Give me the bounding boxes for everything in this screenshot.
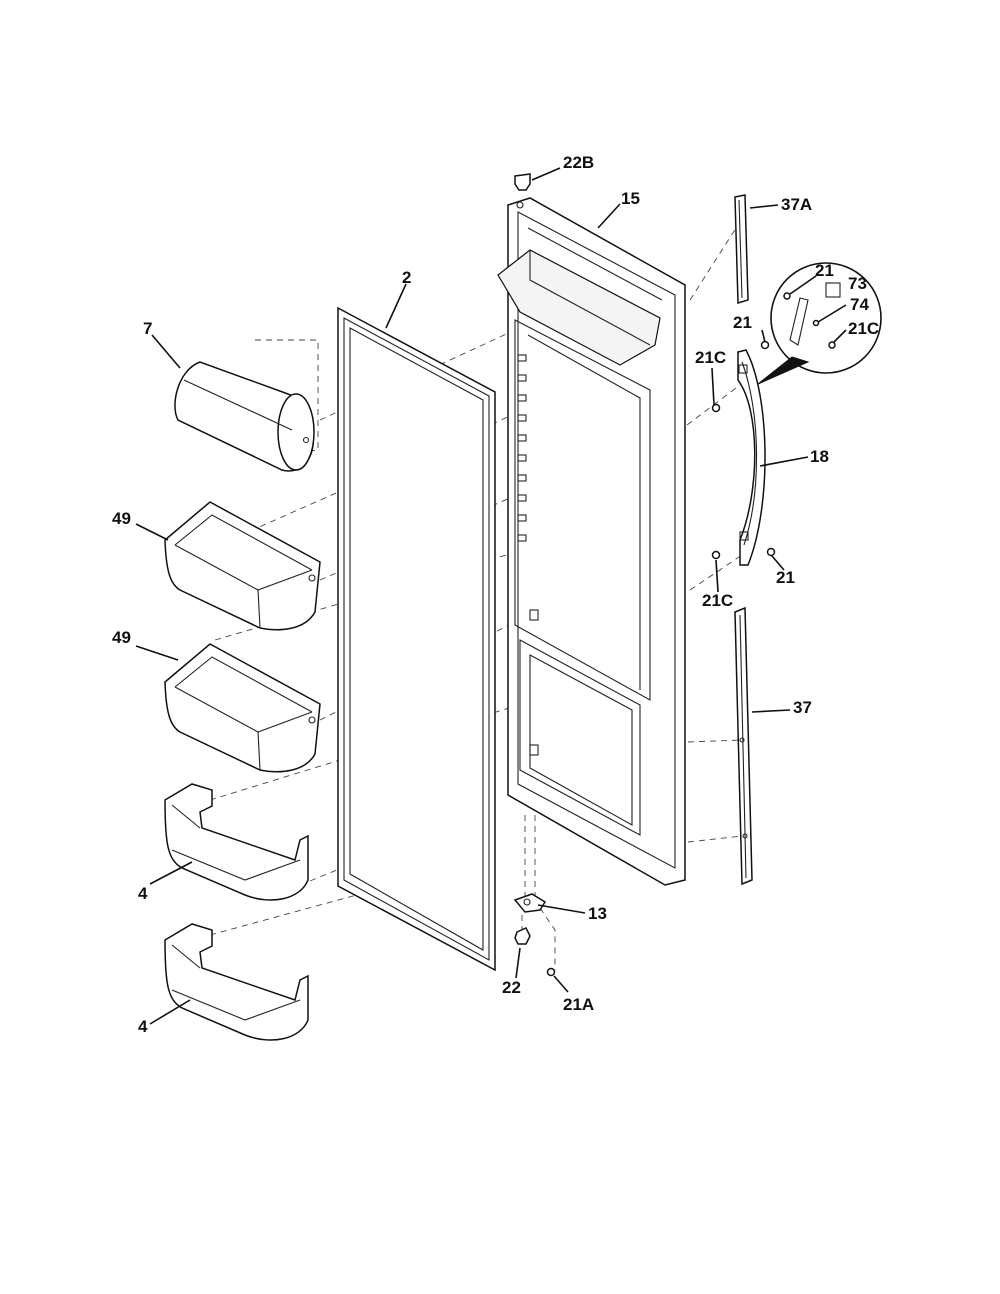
part-49-lower-door-bin xyxy=(164,643,321,773)
part-37-lower-handle-trim xyxy=(734,606,753,886)
part-2-door-gasket xyxy=(337,306,496,972)
callout-4-upper: 4 xyxy=(138,884,148,903)
callout-21C-inset: 21C xyxy=(848,319,879,338)
callout-labels: 22B 15 37A 2 7 21 73 74 21C 21 21C 18 49… xyxy=(112,153,879,1036)
leader-lines xyxy=(135,167,847,1025)
callout-21C-lower: 21C xyxy=(702,591,733,610)
callout-37: 37 xyxy=(793,698,812,717)
part-4-upper-shelf-bin xyxy=(164,783,309,901)
callout-37A: 37A xyxy=(781,195,812,214)
callout-73: 73 xyxy=(848,274,867,293)
part-22-hinge-bushing xyxy=(514,927,531,945)
callout-15: 15 xyxy=(621,189,640,208)
callout-2: 2 xyxy=(402,268,411,287)
callout-49-lower: 49 xyxy=(112,628,131,647)
part-15-door-assembly xyxy=(497,197,686,886)
hardware-screws xyxy=(546,340,776,977)
callout-21-mid: 21 xyxy=(733,313,752,332)
callout-74: 74 xyxy=(850,295,869,314)
callout-22B: 22B xyxy=(563,153,594,172)
callout-21C-upper: 21C xyxy=(695,348,726,367)
callout-22: 22 xyxy=(502,978,521,997)
part-7-dairy-door xyxy=(174,361,315,472)
callout-13: 13 xyxy=(588,904,607,923)
part-13-hinge xyxy=(513,893,547,913)
part-4-lower-shelf-bin xyxy=(164,923,309,1041)
part-37A-upper-handle-trim xyxy=(734,194,749,304)
callout-49-upper: 49 xyxy=(112,509,131,528)
callout-7: 7 xyxy=(143,319,152,338)
part-18-door-handle xyxy=(737,349,766,566)
callout-4-lower: 4 xyxy=(138,1017,148,1036)
part-22B-hinge-cap xyxy=(514,173,531,191)
callout-18: 18 xyxy=(810,447,829,466)
callout-21-inset: 21 xyxy=(815,261,834,280)
callout-21-lower: 21 xyxy=(776,568,795,587)
callout-21A: 21A xyxy=(563,995,594,1014)
part-49-upper-door-bin xyxy=(164,501,321,631)
